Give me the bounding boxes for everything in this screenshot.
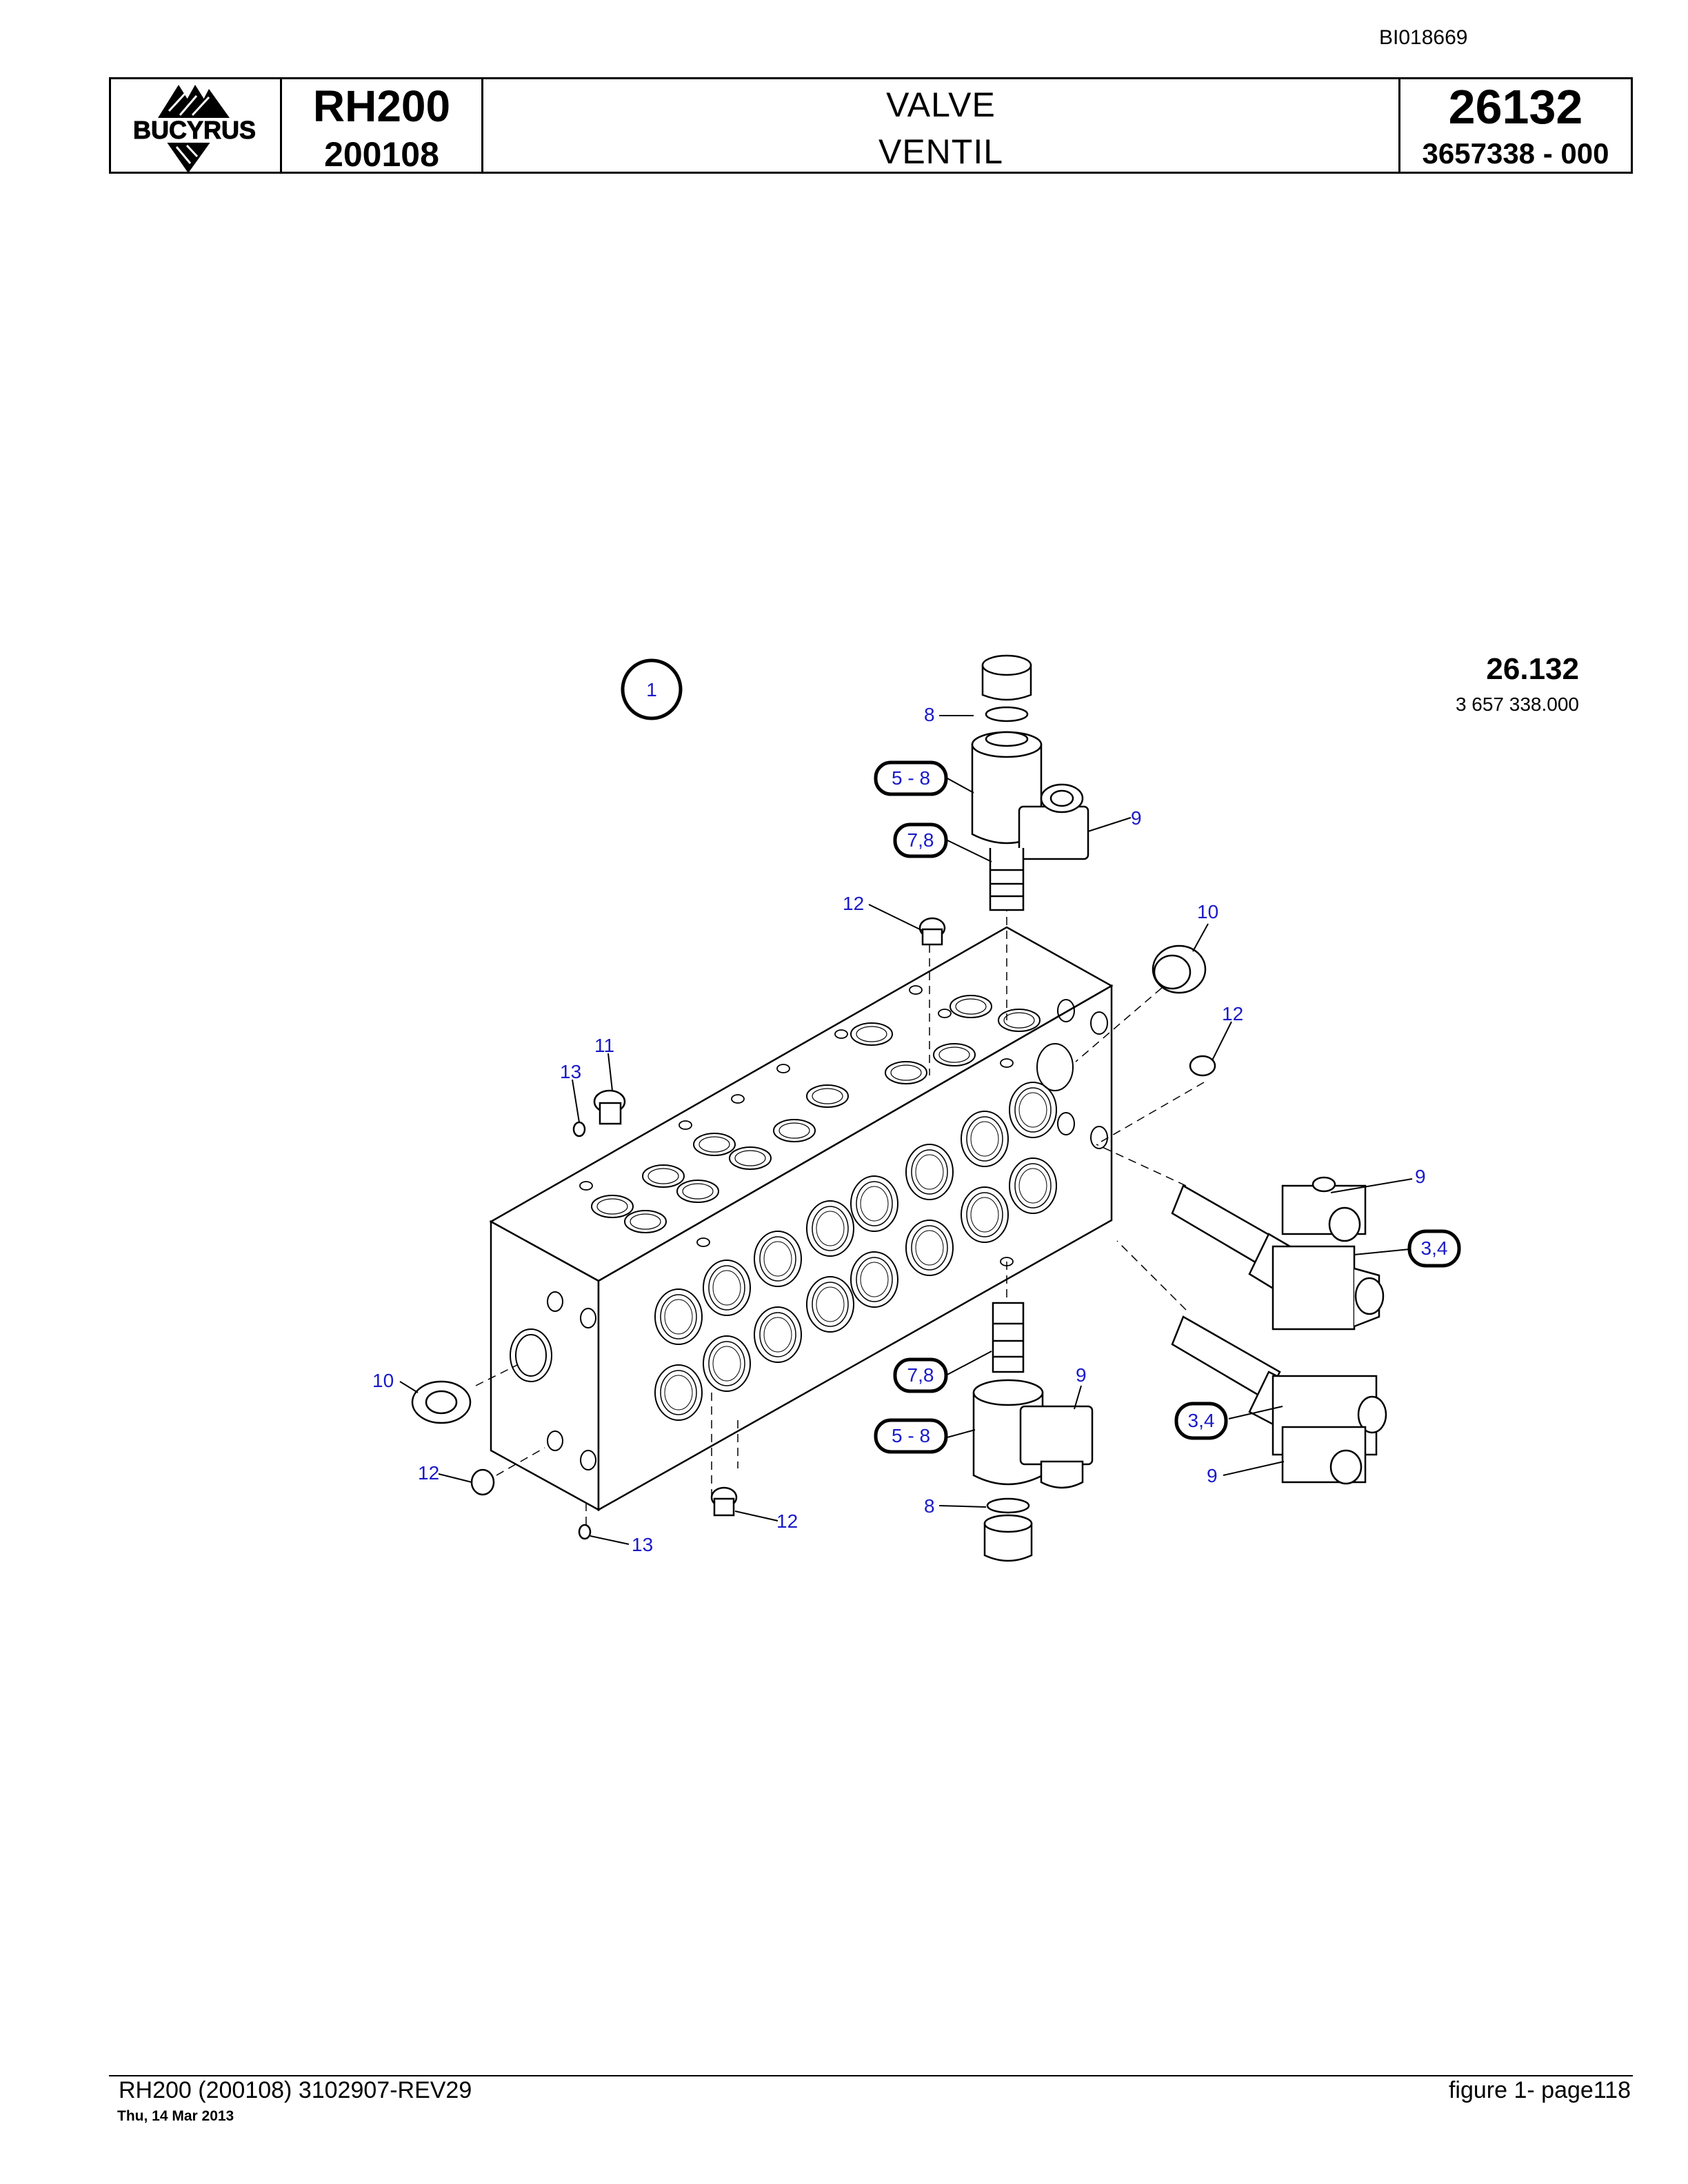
callout-right-valve-lower: 3,4 [1188, 1410, 1215, 1431]
document-id: BI018669 [1379, 26, 1468, 49]
number-cell: 26132 3657338 - 000 [1400, 79, 1631, 172]
callout-bottom-seal-kit: 7,8 [907, 1364, 934, 1386]
figure-index: 1 [646, 679, 657, 700]
footer-page-number: figure 1- page118 [1448, 2077, 1631, 2103]
part-number: 3657338 - 000 [1422, 137, 1609, 170]
callout-right-coil-upper: 9 [1415, 1166, 1426, 1187]
figure-part-label: 3 657 338.000 [1455, 694, 1579, 715]
callout-small-screw-top: 13 [560, 1061, 581, 1082]
logo-cell: BUCYRUS [111, 79, 282, 173]
assembly-guide-lines [475, 903, 1205, 1527]
front-face-ports [654, 1082, 1057, 1421]
callout-left-plug-large: 10 [372, 1370, 394, 1391]
callout-screw-plug: 11 [594, 1035, 614, 1056]
footer-divider [109, 2075, 1633, 2076]
callout-top-cartridge: 5 - 8 [892, 767, 930, 789]
side-face-ports [510, 999, 1108, 1470]
callout-right-valve-upper: 3,4 [1421, 1237, 1448, 1259]
callout-labels: 8 5 - 8 7,8 9 12 10 12 11 13 9 3,4 10 7,… [372, 704, 1461, 1555]
callout-bottom-cartridge: 5 - 8 [892, 1425, 930, 1446]
leader-lines [399, 715, 1413, 1545]
callout-right-coil-lower: 9 [1207, 1465, 1218, 1486]
callout-bottom-plug: 12 [776, 1510, 798, 1532]
right-solenoid-valve-upper [1171, 1176, 1385, 1331]
bucyrus-logo: BUCYRUS [118, 85, 271, 173]
callout-bottom-coil: 9 [1076, 1364, 1087, 1386]
title-english: VALVE [886, 85, 996, 124]
footer-document-reference: RH200 (200108) 3102907-REV29 [119, 2077, 472, 2103]
brand-wordmark: BUCYRUS [133, 116, 256, 144]
right-solenoid-valve-lower [1171, 1315, 1387, 1485]
model-name: RH200 [312, 81, 451, 131]
top-cartridge-assembly [971, 654, 1089, 911]
top-face-ports [579, 985, 1041, 1266]
footer-date: Thu, 14 Mar 2013 [117, 2108, 234, 2124]
callout-top-coil: 9 [1131, 807, 1142, 829]
group-number: 26132 [1448, 80, 1583, 134]
title-german: VENTIL [878, 132, 1004, 171]
callout-top-seal-kit: 7,8 [907, 829, 934, 851]
callout-small-screw-bottom: 13 [632, 1534, 653, 1555]
figure-index-marker: 1 [621, 658, 683, 720]
figure-group-label: 26.132 [1486, 652, 1579, 686]
callout-left-plug-small: 12 [418, 1462, 439, 1484]
title-block: BUCYRUS RH200 200108 VALVE VENTIL 26132 … [109, 77, 1633, 174]
callout-right-plug-small: 12 [1222, 1003, 1243, 1024]
bottom-cartridge-assembly [972, 1302, 1094, 1562]
callout-bottom-seal: 8 [924, 1495, 935, 1517]
callout-top-plug: 12 [843, 893, 864, 914]
serial-number: 200108 [324, 135, 439, 174]
plugs [411, 917, 1216, 1540]
title-cell: VALVE VENTIL [483, 79, 1400, 172]
callout-top-seal: 8 [924, 704, 935, 725]
model-cell: RH200 200108 [282, 79, 483, 174]
callout-right-plug-large: 10 [1197, 901, 1218, 922]
valve-block [489, 926, 1114, 1512]
